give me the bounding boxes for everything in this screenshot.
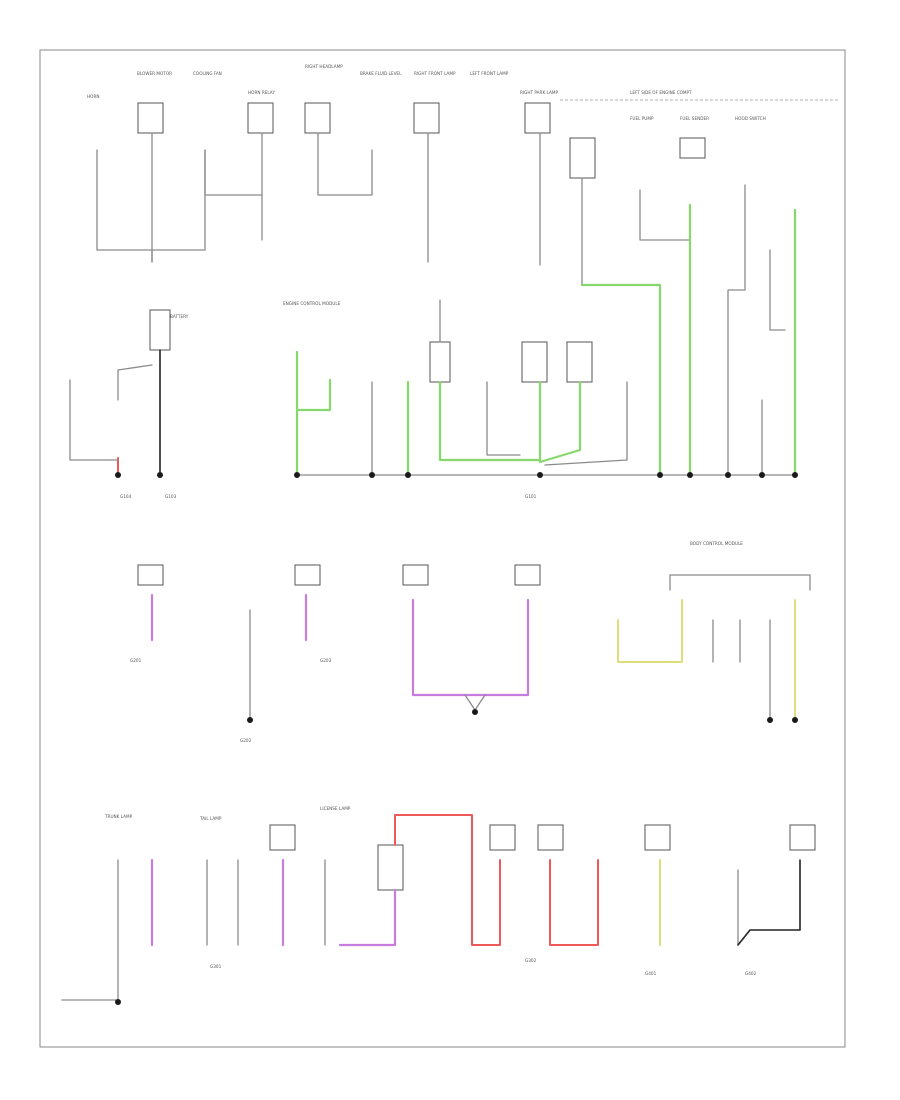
horn-relay-component [247, 102, 274, 134]
label-fuel-sender: FUEL SENDER [680, 116, 709, 121]
label-right-headlamp: RIGHT HEADLAMP [305, 64, 343, 69]
right-park-component [524, 102, 551, 134]
row4-comp-d [644, 824, 671, 851]
label-g103: G103 [165, 494, 177, 499]
label-g101: G101 [525, 494, 537, 499]
ground-g101-e [687, 472, 693, 478]
wire-body [544, 381, 628, 466]
label-left-side-note: LEFT SIDE OF ENGINE COMPT [630, 90, 692, 95]
label-g202: G202 [240, 738, 252, 743]
wire-module-violet [338, 888, 397, 947]
row4-comp-a [269, 824, 296, 851]
diagram-frame [39, 49, 846, 1048]
label-horn-relay: HORN RELAY [248, 90, 275, 95]
label-battery: BATTERY [170, 314, 189, 319]
label-right-front-lamp: RIGHT FRONT LAMP [414, 71, 456, 76]
wire-hood [727, 184, 746, 476]
row3-comp-b [294, 564, 321, 586]
label-g104: G104 [120, 494, 132, 499]
wire-headlamp-brake [317, 132, 373, 196]
row4-module [377, 844, 404, 891]
wire-module-red [394, 814, 501, 946]
wire-row3-split [464, 694, 486, 711]
label-g401: G401 [645, 971, 657, 976]
label-brake-fluid: BRAKE FLUID LEVEL [360, 71, 402, 76]
label-g302: G302 [525, 958, 537, 963]
wire-ecm-branch [295, 378, 332, 412]
ground-trunk [115, 999, 121, 1005]
label-cooling-fan: COOLING FAN [193, 71, 222, 76]
wire-cooling-fan [204, 149, 263, 196]
wire-door [486, 381, 521, 456]
label-trunk-lamp: TRUNK LAMP [104, 814, 133, 819]
ground-g202 [247, 717, 253, 723]
ground-g101-b [369, 472, 375, 478]
row3-comp-a [137, 564, 164, 586]
battery-component [149, 309, 171, 351]
ground-g101-main [537, 472, 543, 478]
ground-g101-g [759, 472, 765, 478]
ground-g104 [115, 472, 121, 478]
row3-comp-c [402, 564, 429, 586]
label-license-lamp: LICENSE LAMP [320, 806, 351, 811]
right-front-lamp-component [413, 102, 440, 134]
body-control-bracket [669, 574, 811, 591]
wire-hood-switch [769, 249, 786, 331]
label-fuel-pump: FUEL PUMP [630, 116, 654, 121]
label-body-control: BODY CONTROL MODULE [690, 541, 743, 546]
label-hood-switch: HOOD SWITCH [735, 116, 766, 121]
wire-abs-green [438, 380, 542, 462]
door-module-component [521, 341, 548, 383]
ground-g205-a [767, 717, 773, 723]
label-g203: G203 [320, 658, 332, 663]
fuel-pump-component [569, 137, 596, 179]
label-left-front-lamp: LEFT FRONT LAMP [470, 71, 509, 76]
wire-fuel-pump-green [580, 283, 662, 477]
wire-bcm-yellow-a [617, 599, 683, 663]
wire-radio-green [538, 380, 582, 464]
label-tail-lamp: TAIL LAMP [199, 816, 222, 821]
label-horn: HORN [87, 94, 100, 99]
ground-g101-h [792, 472, 798, 478]
row3-comp-d [514, 564, 541, 586]
label-blower-motor: BLOWER MOTOR [137, 71, 172, 76]
label-g402: G402 [745, 971, 757, 976]
ground-g101-f [725, 472, 731, 478]
radio-component [566, 341, 593, 383]
ground-g205-b [792, 717, 798, 723]
ground-g101-d [657, 472, 663, 478]
ground-g101-a [294, 472, 300, 478]
wire-horn [96, 149, 206, 251]
abs-module-component [429, 341, 451, 383]
label-engine-control: ENGINE CONTROL MODULE [283, 301, 341, 306]
wire-battery-sense [117, 364, 153, 401]
label-right-park: RIGHT PARK LAMP [520, 90, 558, 95]
wire-row3-cd-violet [411, 598, 530, 697]
blower-motor-component [137, 102, 164, 134]
row4-comp-e [789, 824, 816, 851]
row4-comp-b [489, 824, 516, 851]
fuel-sender-component [679, 137, 706, 159]
wire-fuel-sender [639, 189, 691, 241]
label-g201: G201 [130, 658, 142, 663]
label-g301: G301 [210, 964, 222, 969]
wire-g104-switch [69, 379, 119, 461]
wire-g402-black [737, 859, 801, 946]
wire-g302-red [549, 859, 599, 946]
right-headlamp-component [304, 102, 331, 134]
ground-g103 [157, 472, 163, 478]
row4-comp-c [537, 824, 564, 851]
ground-g204 [472, 709, 478, 715]
ground-g101-c [405, 472, 411, 478]
